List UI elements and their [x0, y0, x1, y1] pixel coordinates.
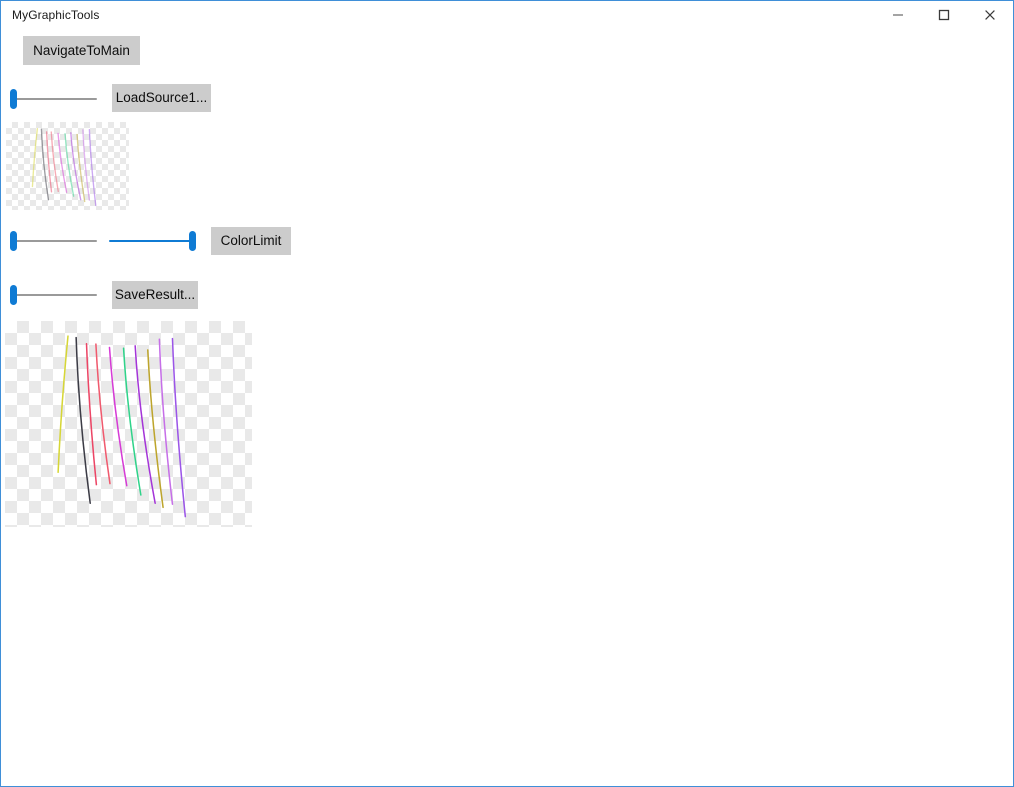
close-icon: [984, 9, 996, 21]
slider-thumb[interactable]: [10, 89, 17, 109]
result-image-strokes: [57, 335, 187, 518]
load-source-button[interactable]: LoadSource1...: [112, 84, 211, 112]
stroke-path: [147, 349, 164, 509]
source-preview-thumbnail[interactable]: [6, 122, 129, 210]
stroke-path: [70, 132, 82, 201]
stroke-path: [45, 131, 53, 193]
color-limit-upper-slider[interactable]: [109, 226, 196, 256]
stroke-path: [57, 132, 68, 193]
stroke-path: [82, 129, 91, 201]
slider-track: [10, 294, 97, 296]
stroke-path: [64, 133, 75, 197]
stroke-path: [40, 128, 50, 201]
stroke-path: [158, 338, 174, 505]
stroke-path: [171, 337, 187, 518]
stroke-path: [85, 343, 98, 486]
stroke-path: [88, 128, 97, 207]
stroke-path: [122, 347, 142, 496]
save-result-slider[interactable]: [10, 280, 97, 310]
minimize-button[interactable]: [875, 1, 921, 28]
stroke-path: [134, 345, 156, 504]
close-button[interactable]: [967, 1, 1013, 28]
window-title: MyGraphicTools: [12, 7, 100, 22]
stroke-path: [50, 131, 59, 193]
slider-track: [10, 240, 97, 242]
source-preview-strokes: [31, 127, 97, 207]
stroke-path: [95, 343, 111, 485]
load-source-slider[interactable]: [10, 84, 97, 114]
slider-thumb[interactable]: [10, 285, 17, 305]
maximize-icon: [938, 9, 950, 21]
result-image-canvas[interactable]: [5, 321, 252, 527]
color-limit-button[interactable]: ColorLimit: [211, 227, 291, 255]
title-bar: MyGraphicTools: [1, 1, 1013, 28]
slider-track: [10, 98, 97, 100]
minimize-icon: [892, 9, 904, 21]
slider-thumb[interactable]: [10, 231, 17, 251]
slider-fill: [109, 240, 196, 242]
stroke-path: [57, 335, 69, 474]
stroke-path: [76, 133, 86, 203]
stroke-path: [75, 336, 91, 504]
client-area: NavigateToMain LoadSource1... ColorLimit: [2, 28, 1013, 786]
stroke-path: [31, 127, 39, 188]
stroke-path: [108, 346, 128, 487]
navigate-to-main-button[interactable]: NavigateToMain: [23, 36, 140, 65]
save-result-button[interactable]: SaveResult...: [112, 281, 198, 309]
maximize-button[interactable]: [921, 1, 967, 28]
slider-thumb[interactable]: [189, 231, 196, 251]
color-limit-lower-slider[interactable]: [10, 226, 97, 256]
caption-button-group: [875, 1, 1013, 28]
